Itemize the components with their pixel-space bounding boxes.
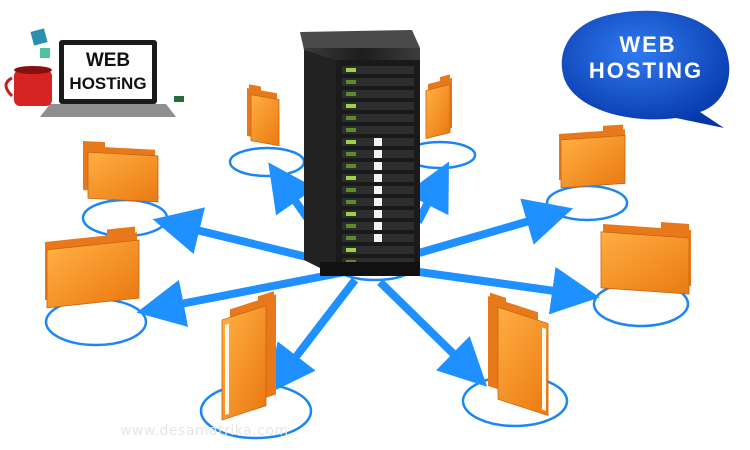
drive-bay xyxy=(342,90,414,98)
server-icon xyxy=(300,30,420,276)
drive-led xyxy=(346,176,356,180)
folder-icon xyxy=(559,124,626,189)
drive-bay xyxy=(342,114,414,122)
arrow-icon xyxy=(136,268,346,327)
ring-right-upper xyxy=(545,184,629,222)
drive-bay xyxy=(342,246,414,254)
arrow-icon xyxy=(377,279,488,387)
drive-led xyxy=(346,188,356,192)
drive-highlight xyxy=(374,162,382,170)
arrow-icon xyxy=(410,198,574,259)
drive-highlight xyxy=(374,210,382,218)
ring-top-left xyxy=(228,146,306,178)
server-drive-bays xyxy=(342,66,414,266)
folder-icon xyxy=(45,226,140,309)
drive-led xyxy=(346,80,356,84)
arrow-icon xyxy=(404,266,600,315)
arrow-icon xyxy=(405,161,449,224)
drive-led xyxy=(346,164,356,168)
drive-led xyxy=(346,212,356,216)
laptop-sign-line1: WEB xyxy=(86,50,130,71)
drive-led xyxy=(346,104,356,108)
arrow-icon xyxy=(267,277,359,395)
drive-led xyxy=(346,140,356,144)
drive-bay xyxy=(342,102,414,110)
drive-led xyxy=(346,236,356,240)
folder-icon xyxy=(425,74,452,139)
folder-icon xyxy=(247,84,280,147)
drive-led xyxy=(346,128,356,132)
drive-highlight xyxy=(374,150,382,158)
drive-led xyxy=(346,68,356,72)
laptop-sign-line2: HOSTiNG xyxy=(69,74,146,93)
drive-led xyxy=(346,248,356,252)
folder-icon xyxy=(488,292,549,417)
drive-highlight xyxy=(374,222,382,230)
decorative-cubes xyxy=(30,28,184,102)
coffee-mug-icon xyxy=(4,66,52,106)
drive-bay xyxy=(342,66,414,74)
bubble-line1: WEB xyxy=(619,32,676,57)
drive-highlight xyxy=(374,186,382,194)
drive-led xyxy=(346,116,356,120)
drive-led xyxy=(346,152,356,156)
drive-highlight xyxy=(374,138,382,146)
folder-icon xyxy=(83,141,159,203)
drive-led xyxy=(346,224,356,228)
drive-highlight xyxy=(374,198,382,206)
drive-led xyxy=(346,200,356,204)
folder-icon xyxy=(221,291,276,421)
drive-highlight xyxy=(374,174,382,182)
folders xyxy=(45,74,691,421)
speech-bubble-icon: WEB HOSTING xyxy=(561,10,730,129)
bubble-line2: HOSTING xyxy=(589,58,703,83)
watermark-text: www.desamatrika.com xyxy=(120,423,289,439)
drive-bay xyxy=(342,126,414,134)
drive-bay xyxy=(342,78,414,86)
laptop-icon: WEB HOSTiNG xyxy=(40,40,176,117)
drive-highlight xyxy=(374,234,382,242)
folder-icon xyxy=(600,222,691,295)
drive-led xyxy=(346,92,356,96)
